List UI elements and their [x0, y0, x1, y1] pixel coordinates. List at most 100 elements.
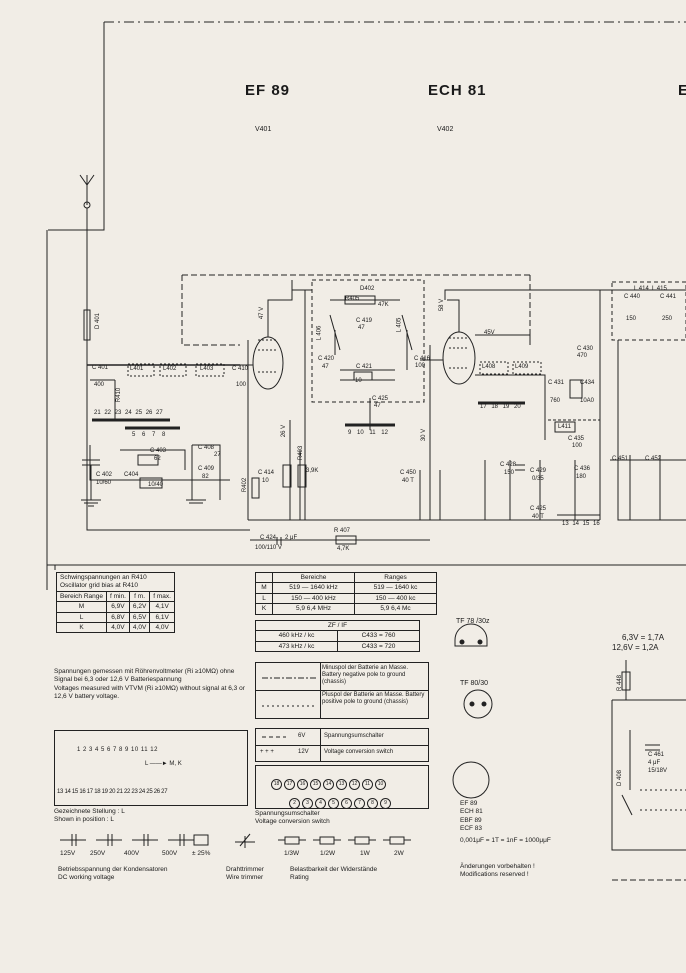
c409-label: C 409: [198, 466, 215, 472]
cap-250v: 250V: [90, 850, 106, 857]
d408-label: D 408: [617, 769, 624, 787]
voltage-switch-caption: Spannungsumschalter Voltage conversion s…: [255, 810, 330, 827]
l403-label: L403: [200, 366, 214, 372]
vs-top-pin: 11: [362, 779, 373, 790]
d401-label: D 401: [95, 312, 102, 330]
c416-value: 100: [415, 363, 426, 369]
socket-tube-item: EBF 89: [460, 816, 482, 824]
res-1-2w: 1/2W: [320, 850, 336, 857]
c401-value: 400: [94, 382, 105, 388]
l408-label: L408: [482, 364, 496, 370]
voltage-30v: 30 V: [421, 428, 428, 442]
cap-400v: 400V: [124, 850, 140, 857]
cap-tolerance: ± 25%: [192, 850, 211, 857]
wave-switch-diagram: 1 2 3 4 5 6 7 8 9 10 11 12 L ——► M, K 13…: [54, 730, 248, 806]
cap-125v: 125V: [60, 850, 76, 857]
terminal-row-a: 21 22 23 24 25 26 27: [94, 410, 163, 416]
antenna-symbol: [79, 174, 95, 205]
c421-label: C 421: [356, 364, 373, 370]
polarity-negative-text: Minuspol der Batterie an Masse. Battery …: [322, 665, 409, 686]
ef89-ref: V401: [255, 126, 272, 133]
c431-value: 760: [550, 398, 561, 404]
c436-value: 180: [576, 474, 587, 480]
c430-label: C 430: [577, 346, 594, 352]
c452-label: C 452: [645, 456, 662, 462]
c429-value: 0/35: [532, 476, 544, 482]
terminal-row-c: 9 10 11 12: [348, 430, 388, 436]
c414-value: 10: [262, 478, 269, 484]
osc-cell: 4,0V: [128, 621, 151, 634]
vs-bottom-pin: 5: [328, 798, 339, 809]
c435-label: C 435: [568, 436, 585, 442]
zf-cell: C433 = 720: [337, 640, 420, 653]
cap-500v: 500V: [162, 850, 178, 857]
wave-switch-top-numbers: 1 2 3 4 5 6 7 8 9 10 11 12: [77, 747, 158, 753]
c450-label: C 450: [400, 470, 417, 476]
l415-label: L 415: [652, 286, 667, 292]
vs-caption-de: Spannungsumschalter: [255, 810, 320, 817]
osc-cell: 6,5V: [128, 611, 151, 624]
r410-label: R410: [116, 387, 123, 403]
voltage-26v: 26 V: [281, 424, 288, 438]
capacitor-legend-caption: Betriebsspannung der Kondensatoren DC wo…: [58, 866, 168, 883]
vs-top-pin: 10: [375, 779, 386, 790]
osc-cell: K: [56, 621, 107, 634]
voltage-switch-legend: 6V + + + 12V Spannungsumschalter Voltage…: [255, 728, 429, 762]
position-en: Shown in position : L: [54, 816, 114, 824]
ef89-title: EF 89: [245, 82, 291, 99]
vs-bottom-pin: 3: [302, 798, 313, 809]
osc-title-de: Schwingspannungen an R410: [60, 574, 147, 581]
osc-cell: 4,0V: [149, 621, 175, 634]
osc-cell: M: [56, 601, 107, 613]
terminal-row-d: 17 18 19 20: [480, 404, 521, 410]
vs-top-pin: 13: [336, 779, 347, 790]
c410-value: 100: [236, 382, 247, 388]
range-cell: 5,9 6,4 MHz: [272, 603, 355, 615]
osc-header-fmax: f max.: [149, 590, 175, 603]
osc-cell: 6,1V: [149, 611, 175, 624]
switch-6v: 6V: [298, 733, 306, 739]
socket-tube-item: ECF 83: [460, 825, 483, 833]
antenna-lead: [48, 22, 105, 231]
voltage-45v: 45V: [484, 330, 495, 336]
c425b-value: 40 T: [532, 514, 544, 520]
c420-value: 47: [322, 364, 329, 370]
osc-header-fm: f m.: [128, 590, 151, 603]
range-cell: K: [255, 603, 273, 615]
c450-value: 40 T: [402, 478, 414, 484]
c408-value: 27: [214, 452, 221, 458]
ech81-ref: V402: [437, 126, 454, 133]
l409-label: L409: [515, 364, 529, 370]
vs-bottom-pin: 2: [289, 798, 300, 809]
switch-12v: 12V: [298, 749, 309, 755]
supply-current-6v: 6,3V = 1,7A: [622, 633, 665, 642]
switch-de: Spannungsumschalter: [324, 733, 384, 739]
range-cell: M: [255, 582, 273, 594]
trimmer-caption: Drahttrimmer Wire trimmer: [226, 866, 264, 883]
ech81-title: ECH 81: [428, 82, 487, 99]
socket-tube-item: EF 89: [460, 800, 478, 807]
range-cell: L: [255, 592, 273, 605]
c461-value: 4 μF: [648, 760, 661, 766]
c441-label: C 441: [660, 294, 677, 300]
res-caption-en: Rating: [290, 874, 309, 882]
c424-voltage: 100/110 V: [255, 545, 282, 551]
measurement-note: Spannungen gemessen mit Röhrenvoltmeter …: [54, 668, 245, 701]
vs-top-pin: 15: [310, 779, 321, 790]
c425-label: C 425: [372, 396, 389, 402]
osc-header-fmin: f min.: [106, 590, 130, 603]
c441-value: 250: [662, 316, 673, 322]
zf-cell: C433 = 760: [337, 630, 420, 642]
osc-cell: 6,9V: [106, 601, 130, 613]
r407-label: R 407: [334, 528, 351, 534]
l402-label: L402: [163, 366, 177, 372]
